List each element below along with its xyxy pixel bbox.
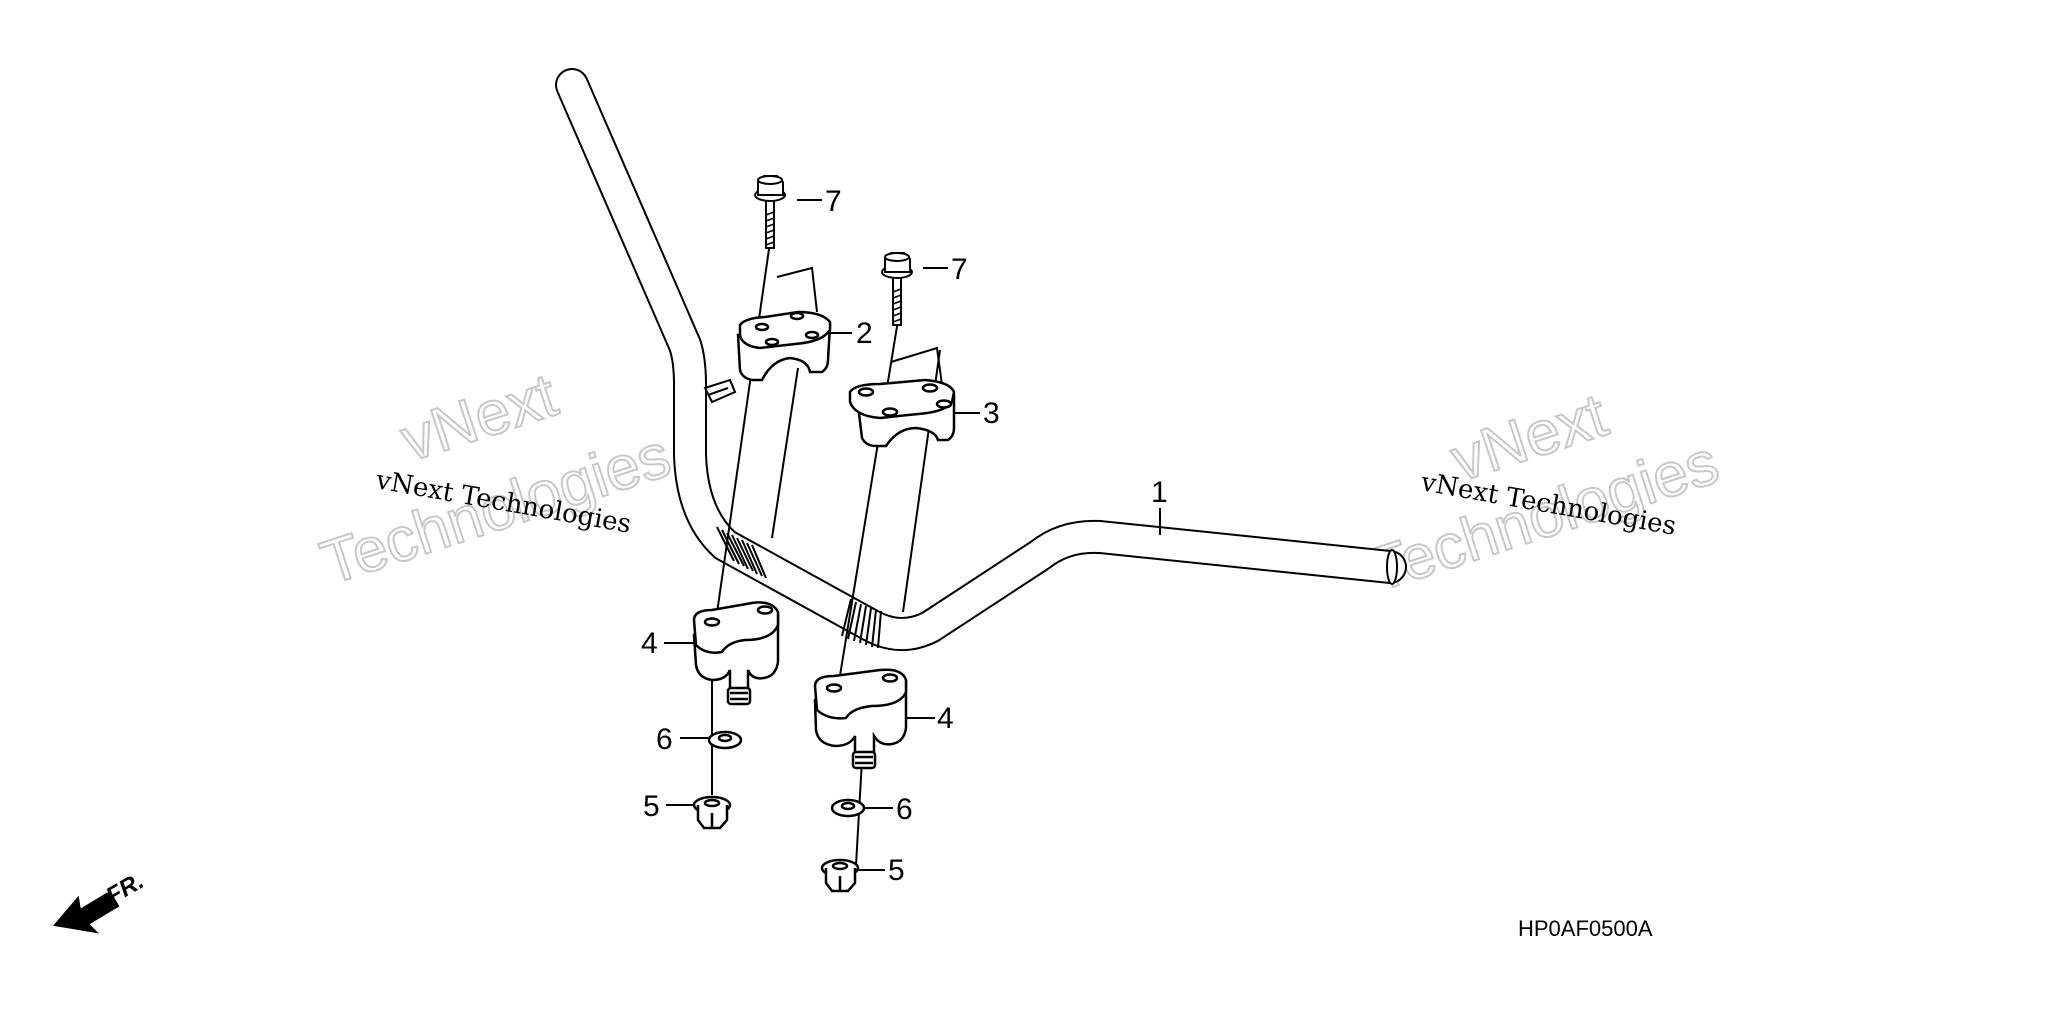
callout-4-right: 4 [937,702,954,735]
assembly-lines [711,241,943,866]
callout-7-right: 7 [951,253,968,286]
watermark-left: vNext Technologies vNext Technologies [312,360,680,600]
callout-6-right: 6 [896,793,913,826]
watermark-right: vNext Technologies vNext Technologies [1360,380,1728,607]
knurl-left [716,526,767,579]
watermark-left-large-1: vNext [393,361,565,476]
callout-6-left: 6 [656,723,673,756]
part-code: HP0AF0500A [1518,916,1653,941]
knurl-right [841,598,882,649]
washer-left [707,730,743,750]
callout-7-left: 7 [825,185,842,218]
front-arrow-icon [53,890,120,934]
nut-left [692,795,732,830]
callout-5-right: 5 [888,854,905,887]
upper-holder-right [848,378,956,448]
callout-leaders [664,199,1161,871]
callout-1: 1 [1151,476,1168,509]
front-direction-indicator: FR. [53,867,148,934]
callout-2: 2 [856,317,873,350]
washer-right [830,798,866,818]
bolt-right [881,252,913,326]
lower-holder-left [692,601,780,706]
upper-holder-left [736,310,832,382]
handlebar [555,68,1407,652]
callout-3: 3 [983,397,1000,430]
lower-holder-right [813,668,908,770]
callout-4-left: 4 [641,627,658,660]
nut-right [820,858,860,893]
bolt-left [754,175,786,249]
callout-5-left: 5 [643,790,660,823]
